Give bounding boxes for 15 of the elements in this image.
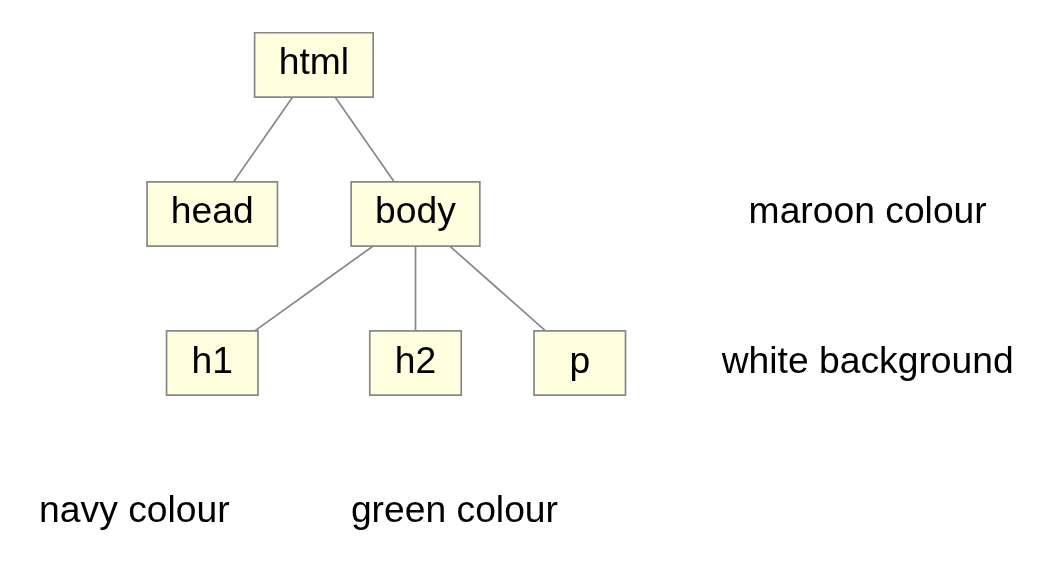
connector [253,244,374,332]
node-box: body [350,180,481,247]
node-box: head [146,180,279,247]
connector [334,96,395,182]
node-box: h2 [368,329,463,396]
node-box: p [533,329,627,396]
label: white background [721,338,1014,380]
label: navy colour [39,487,230,530]
connector [232,96,294,182]
connector [414,245,417,331]
node-box: h1 [165,329,259,396]
label: green colour [350,487,558,530]
node-box: html [253,31,374,98]
label: maroon colour [748,188,987,231]
connector [449,245,546,331]
